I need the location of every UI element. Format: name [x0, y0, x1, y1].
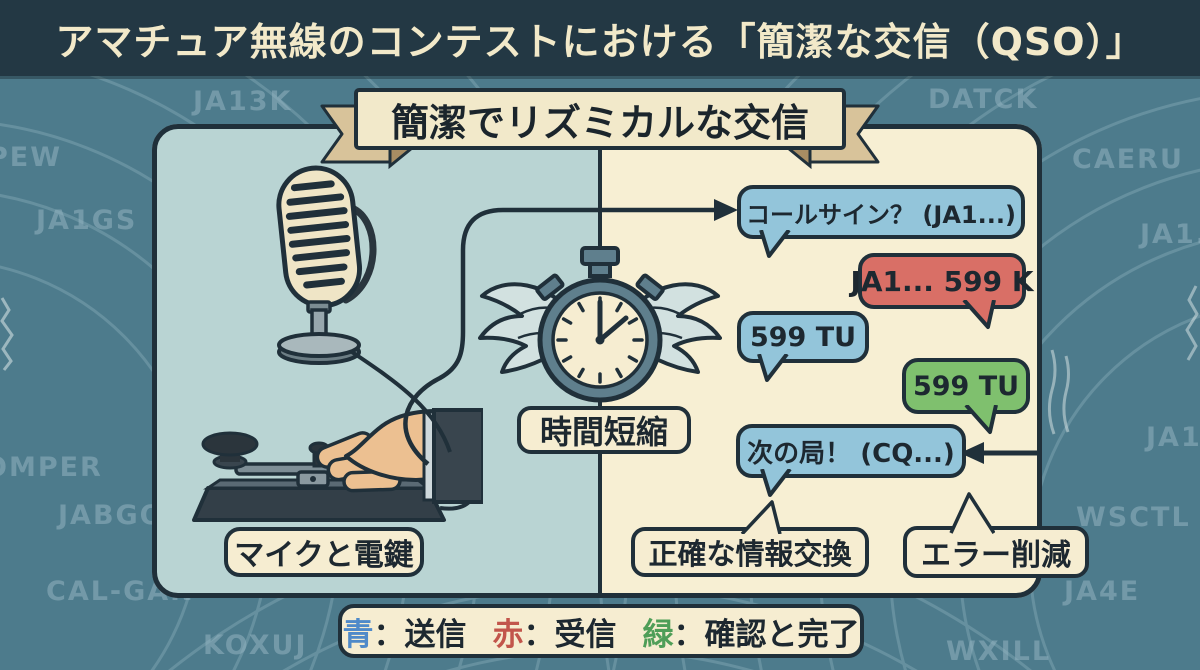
legend-item-send: 青：送信 [343, 609, 467, 654]
qso-bubble-confirm: 599 TU [902, 358, 1030, 434]
bubble-text: 599 TU [912, 370, 1020, 402]
banner-ribbon [320, 88, 880, 170]
background-callsign: DATCK [928, 84, 1039, 115]
legend-label: ：送信 [373, 616, 467, 653]
callout-pointer [740, 500, 782, 534]
bubble-tail [757, 354, 789, 382]
bubble-text: 次の局！ (CQ...) [747, 438, 955, 469]
color-legend: 青：送信 赤：受信 緑：確認と完了 [338, 604, 864, 658]
mic-key-caption: マイクと電鍵 [224, 527, 424, 577]
legend-key-blue: 青 [342, 616, 374, 653]
background-callsign: JA1.W [1140, 219, 1200, 250]
time-saving-caption-text: 時間短縮 [539, 413, 668, 451]
mic-cable [350, 350, 452, 453]
bubble-tail [760, 469, 792, 497]
background-callsign: JA13K [193, 86, 293, 117]
background-callsign: WSCTL [1076, 502, 1191, 533]
bubble-tail [759, 230, 791, 258]
background-callsign: PEW [0, 142, 63, 173]
waveform-squiggle-left [0, 297, 14, 371]
caption-text: 正確な情報交換 [648, 537, 852, 571]
banner-title: 簡潔でリズミカルな交信 [390, 100, 809, 145]
page-title: アマチュア無線のコンテストにおける「簡潔な交信（QSO）」 [55, 19, 1145, 64]
background-callsign: JA1S [1146, 422, 1200, 453]
bubble-tail [962, 300, 996, 329]
background-callsign: OMPER [0, 452, 103, 483]
time-saving-caption: 時間短縮 [517, 406, 691, 454]
background-callsign: KOXUJ [203, 630, 308, 661]
background-callsign: JA4E [1064, 576, 1141, 607]
legend-item-confirm: 緑：確認と完了 [643, 609, 860, 654]
legend-label: ：確認と完了 [673, 616, 860, 653]
background-callsign: CAERU [1072, 144, 1184, 175]
bubble-text: 599 TU [749, 321, 857, 353]
hand-icon [315, 408, 483, 504]
qso-bubble-next-station: 次の局！ (CQ...) [736, 424, 966, 497]
mic-key-caption-text: マイクと電鍵 [234, 538, 414, 573]
waveform-squiggle-right [1047, 285, 1199, 435]
caption-text: エラー削減 [921, 538, 1071, 573]
legend-label: ：受信 [523, 616, 617, 653]
title-bar: アマチュア無線のコンテストにおける「簡潔な交信（QSO）」 [0, 0, 1200, 76]
background-callsign: WXILL [946, 636, 1052, 667]
bubble-text: コールサイン？ (JA1...) [746, 200, 1016, 229]
microphone-icon [276, 165, 377, 365]
legend-key-green: 緑 [642, 616, 674, 653]
arrow-right-icon [714, 199, 738, 221]
accurate-exchange-caption: 正確な情報交換 [631, 500, 869, 577]
qso-bubble-callsign: コールサイン？ (JA1...) [737, 185, 1025, 258]
qso-bubble-report-sent: 599 TU [737, 311, 869, 382]
background-callsign: JABGQ [58, 500, 165, 531]
legend-item-receive: 赤：受信 [493, 609, 617, 654]
telegraph-key-icon [192, 408, 483, 522]
arrow-left-icon [960, 442, 984, 464]
qso-bubble-report-received: JA1... 599 K [850, 253, 1034, 329]
error-reduction-caption: エラー削減 [903, 492, 1089, 578]
bubble-text: JA1... 599 K [850, 264, 1034, 298]
background-callsign: JA1GS [36, 205, 138, 236]
winged-stopwatch-icon [478, 246, 722, 403]
signal-flow-line [403, 207, 716, 466]
callout-pointer [949, 492, 995, 534]
bubble-tail [964, 405, 998, 434]
legend-key-red: 赤 [492, 616, 524, 653]
